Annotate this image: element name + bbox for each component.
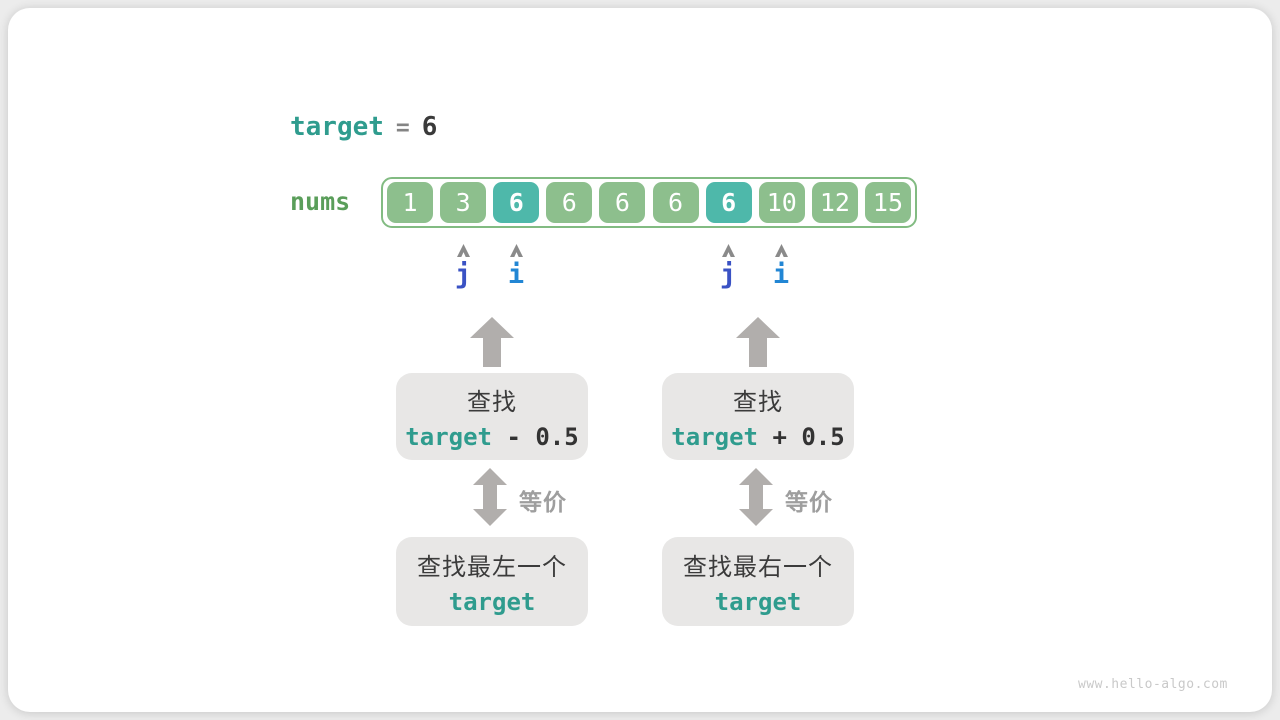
up-arrow-icon: [470, 317, 514, 367]
search-text: 查找: [467, 389, 517, 416]
array-cell: 1: [387, 182, 433, 223]
search-text: 查找: [733, 389, 783, 416]
array-cell: 6: [599, 182, 646, 223]
pointer: j: [433, 244, 493, 296]
equivalence-label: 等价: [519, 489, 567, 515]
pointer: j: [698, 244, 758, 296]
pointer-label: i: [772, 259, 790, 290]
result-text: 查找最左一个: [417, 554, 567, 581]
double-arrow-icon: [739, 468, 773, 526]
caret-up-icon: [509, 244, 523, 257]
pointer: i: [751, 244, 811, 296]
target-keyword: target: [671, 423, 758, 451]
result-box-right: 查找最右一个 target: [662, 537, 854, 626]
search-box-right: 查找 target + 0.5: [662, 373, 854, 460]
pointer-label: j: [454, 259, 472, 290]
pointer: i: [486, 244, 546, 296]
search-expression: target - 0.5: [405, 423, 578, 451]
target-keyword: target: [448, 588, 536, 616]
array-cell: 10: [758, 182, 805, 223]
array-cell: 6: [705, 182, 752, 223]
array-cell: 6: [493, 182, 540, 223]
target-value: 6: [421, 112, 438, 142]
expression-tail: + 0.5: [758, 423, 845, 451]
nums-label: nums: [290, 187, 351, 216]
double-arrow-icon: [473, 468, 507, 526]
array-cell: 15: [864, 182, 911, 223]
caret-up-icon: [456, 244, 470, 257]
pointer-label: i: [507, 259, 525, 290]
target-assignment: target = 6: [290, 112, 437, 143]
caret-up-icon: [721, 244, 735, 257]
target-keyword: target: [714, 588, 802, 616]
nums-array: 1 3 6 6 6 6 6 10 12 15: [381, 177, 917, 228]
result-text: 查找最右一个: [683, 554, 833, 581]
diagram-card: [8, 8, 1272, 712]
array-cell: 6: [652, 182, 699, 223]
result-box-left: 查找最左一个 target: [396, 537, 588, 626]
array-cell: 6: [546, 182, 593, 223]
equivalence-label: 等价: [785, 489, 833, 515]
search-box-left: 查找 target - 0.5: [396, 373, 588, 460]
caret-up-icon: [774, 244, 788, 257]
array-cell: 12: [811, 182, 858, 223]
pointer-label: j: [719, 259, 737, 290]
target-keyword: target: [290, 112, 384, 142]
expression-tail: - 0.5: [492, 423, 579, 451]
target-keyword: target: [405, 423, 492, 451]
array-cell: 3: [440, 182, 487, 223]
up-arrow-icon: [736, 317, 780, 367]
search-expression: target + 0.5: [671, 423, 844, 451]
equals-sign: =: [395, 115, 410, 141]
watermark: www.hello-algo.com: [1078, 677, 1228, 692]
